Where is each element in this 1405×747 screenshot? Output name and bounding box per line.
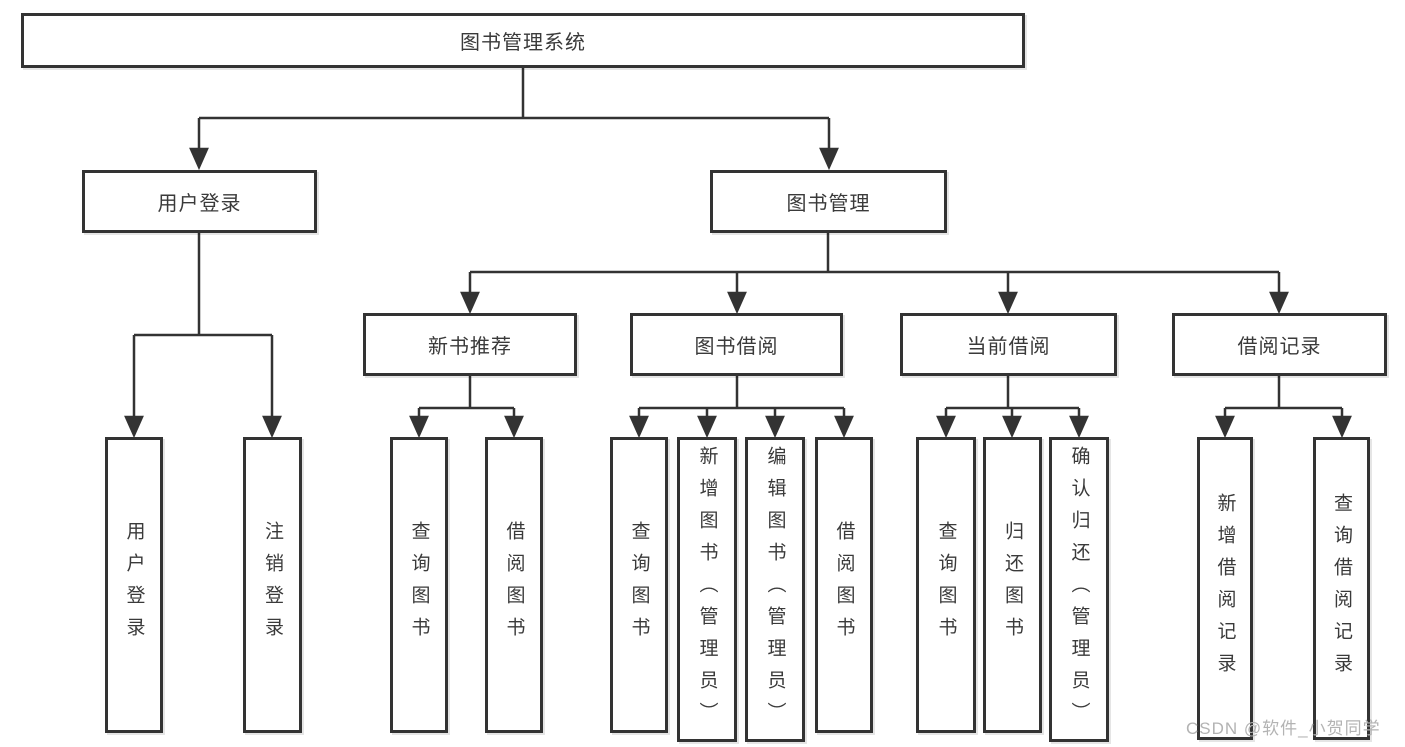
leaf-borrow-books-label: 借阅图书 (833, 521, 855, 649)
leaf-borrow-books: 借阅图书 (815, 437, 873, 733)
node-user-login: 用户登录 (82, 170, 317, 233)
watermark: CSDN @软件_小贺同学 (1186, 719, 1381, 738)
connector-bookborrow-to-leaves (629, 376, 854, 439)
node-user-login-label: 用户登录 (157, 193, 242, 215)
node-root-label: 图书管理系统 (460, 32, 586, 54)
leaf-confirm-return-admin-label: 确认归还（管理员） (1068, 445, 1090, 734)
leaf-user-login-label: 用户登录 (123, 521, 145, 649)
node-book-management: 图书管理 (710, 170, 947, 233)
node-root: 图书管理系统 (21, 13, 1025, 68)
leaf-borrow-query-books: 查询图书 (610, 437, 668, 733)
leaf-edit-books-admin-label: 编辑图书（管理员） (764, 445, 786, 734)
leaf-edit-books-admin: 编辑图书（管理员） (745, 437, 805, 742)
node-borrow-records-label: 借阅记录 (1237, 336, 1322, 358)
node-new-book-recommend-label: 新书推荐 (428, 336, 512, 358)
leaf-query-borrow-record-label: 查询借阅记录 (1331, 492, 1352, 685)
leaf-logout: 注销登录 (243, 437, 302, 733)
leaf-newbooks-borrow: 借阅图书 (485, 437, 543, 733)
leaf-confirm-return-admin: 确认归还（管理员） (1049, 437, 1109, 742)
leaf-newbooks-query-label: 查询图书 (408, 521, 430, 649)
leaf-add-borrow-record-label: 新增借阅记录 (1214, 492, 1236, 685)
leaf-newbooks-query: 查询图书 (390, 437, 448, 733)
node-borrow-records: 借阅记录 (1172, 313, 1387, 376)
connector-borrowrecords-to-leaves (1215, 376, 1352, 439)
leaf-borrow-query-books-label: 查询图书 (628, 521, 650, 649)
leaf-add-books-admin: 新增图书（管理员） (677, 437, 737, 742)
node-new-book-recommend: 新书推荐 (363, 313, 577, 376)
connector-bookmgmt-to-level3 (460, 233, 1289, 315)
connector-currentborrow-to-leaves (936, 376, 1089, 439)
connector-root-to-level2 (189, 68, 839, 171)
connector-newbooks-to-leaves (409, 376, 524, 439)
leaf-add-books-admin-label: 新增图书（管理员） (696, 445, 718, 734)
node-book-borrow: 图书借阅 (630, 313, 843, 376)
leaf-add-borrow-record: 新增借阅记录 (1197, 437, 1253, 740)
leaf-logout-label: 注销登录 (262, 521, 283, 649)
leaf-query-borrow-record: 查询借阅记录 (1313, 437, 1370, 740)
node-book-management-label: 图书管理 (786, 193, 871, 215)
leaf-current-query-books: 查询图书 (916, 437, 976, 733)
leaf-user-login: 用户登录 (105, 437, 163, 733)
leaf-newbooks-borrow-label: 借阅图书 (503, 521, 525, 649)
leaf-current-query-books-label: 查询图书 (935, 521, 957, 649)
node-book-borrow-label: 图书借阅 (694, 336, 779, 358)
node-current-borrow: 当前借阅 (900, 313, 1117, 376)
node-current-borrow-label: 当前借阅 (966, 336, 1051, 358)
connector-userlogin-to-leaves (124, 233, 282, 439)
leaf-return-books: 归还图书 (983, 437, 1042, 733)
leaf-return-books-label: 归还图书 (1002, 521, 1023, 649)
